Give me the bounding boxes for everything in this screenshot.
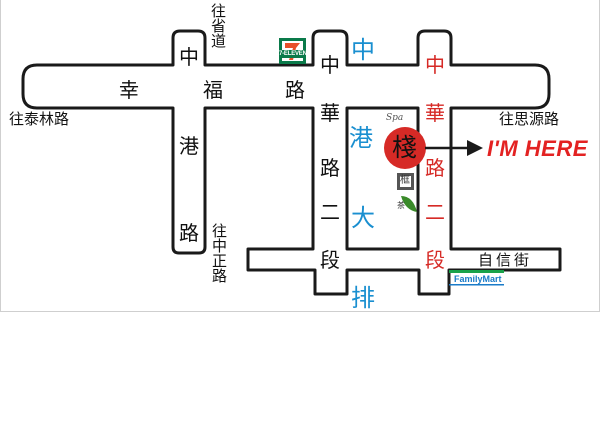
- zhonghua-right-0: 中: [425, 53, 445, 77]
- direction-tailin: 往泰林路: [9, 110, 70, 128]
- zhonghua-right-2: 路: [425, 156, 445, 180]
- zhonggang-zhong: 中: [179, 45, 199, 69]
- spa-label: Spa: [386, 113, 404, 123]
- zhonghua-left-3: 二: [320, 200, 340, 224]
- im-here-label: I'M HERE: [487, 136, 588, 161]
- zhonghua-right-1: 華: [425, 101, 445, 125]
- direction-shengdao: 往省道: [209, 3, 227, 48]
- familymart-label: FamilyMart: [454, 274, 502, 284]
- zhonghua-left-4: 段: [320, 248, 340, 272]
- direction-zhongzheng: 往中正路: [210, 223, 228, 283]
- canal-label-3: 排: [351, 284, 375, 312]
- zhonghua-left-1: 華: [320, 101, 340, 125]
- block-island: [345, 106, 420, 251]
- location-marker-circle: [384, 127, 426, 169]
- zhonghua-left-0: 中: [320, 53, 340, 77]
- road-label-lu: 路: [285, 78, 305, 102]
- road-label-xing: 幸: [119, 78, 139, 102]
- zhonggang-gang: 港: [179, 134, 199, 158]
- tea-label: 茶: [397, 201, 405, 210]
- canal-label-1: 港: [349, 124, 373, 152]
- arrow-head-icon: [467, 140, 483, 156]
- direction-siyuan: 往思源路: [499, 110, 560, 128]
- map-canvas: 幸 福 路 中 港 路 中 華 路 二 段 中 華 路 二 段 中 港 大 排 …: [0, 0, 600, 312]
- zhonghua-left-2: 路: [320, 156, 340, 180]
- canal-label-0: 中: [351, 36, 375, 64]
- zixin-street-label: 自信街: [478, 251, 533, 269]
- zhonghua-right-4: 段: [425, 248, 445, 272]
- zhonggang-lu: 路: [179, 221, 199, 245]
- kuang-label: 框: [400, 175, 410, 186]
- leaf-icon: [401, 196, 417, 212]
- xingfu-road-top-edge: [21, 29, 562, 296]
- seven-eleven-label: 7-ELEVEN: [279, 50, 307, 58]
- road-label-fu: 福: [203, 78, 223, 102]
- zhonghua-right-3: 二: [425, 200, 445, 224]
- marker-char: 棧: [392, 133, 418, 162]
- canal-label-2: 大: [351, 204, 375, 232]
